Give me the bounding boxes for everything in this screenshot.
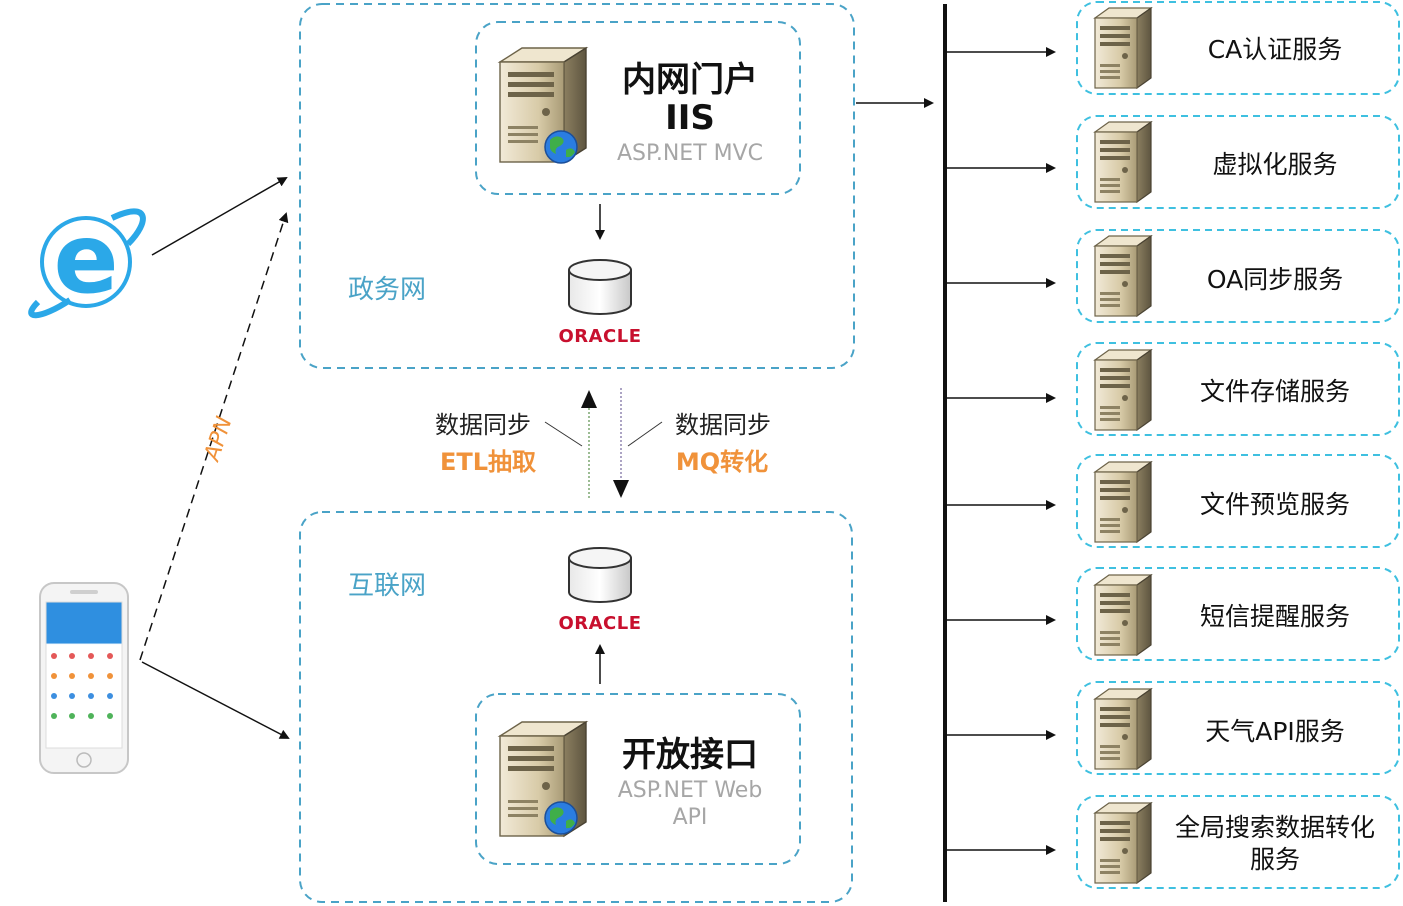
service-label: 虚拟化服务 <box>1212 150 1337 179</box>
service-label: 天气API服务 <box>1205 717 1345 746</box>
internet-zone-label: 互联网 <box>348 571 426 601</box>
server-icon <box>1094 802 1152 884</box>
globe-icon <box>544 130 578 164</box>
service-label: 文件存储服务 <box>1200 377 1350 406</box>
open-api-tech-line2: API <box>673 805 708 830</box>
etl-sync-arrowhead <box>581 390 597 408</box>
phone-to-internet-arrow <box>141 661 290 739</box>
phone-apn-arrow <box>139 212 289 661</box>
gov-zone-label: 政务网 <box>348 275 426 305</box>
open-api-box <box>475 693 801 865</box>
service-label: CA认证服务 <box>1208 35 1343 64</box>
svg-text:e: e <box>53 203 118 315</box>
open-api-server-icon <box>497 720 589 838</box>
service-label-line2: 服务 <box>1250 845 1300 874</box>
intranet-portal-box <box>475 21 801 195</box>
service-label: 短信提醒服务 <box>1200 602 1350 631</box>
intranet-server-icon <box>497 46 589 164</box>
sync-left-method: ETL抽取 <box>440 448 536 476</box>
service-item: OA同步服务 <box>945 229 1400 323</box>
server-icon <box>1094 349 1152 431</box>
service-item: 文件存储服务 <box>945 342 1400 436</box>
apn-label: APN <box>199 414 237 466</box>
gov-database-icon <box>568 259 632 315</box>
service-item: CA认证服务 <box>945 1 1400 95</box>
internet-oracle-logo: ORACLE <box>558 613 641 634</box>
server-icon <box>1094 574 1152 656</box>
ie-browser-icon: e <box>28 203 146 319</box>
server-icon <box>1094 235 1152 317</box>
gov-oracle-logo: ORACLE <box>558 326 641 347</box>
server-icon <box>1094 688 1152 770</box>
sync-right-method: MQ转化 <box>676 448 768 476</box>
internet-database-icon <box>568 547 632 603</box>
mobile-phone-icon <box>39 582 129 774</box>
internet-zone-box <box>299 511 853 903</box>
service-item: 文件预览服务 <box>945 454 1400 548</box>
globe-icon <box>544 801 578 835</box>
service-label: OA同步服务 <box>1207 265 1343 294</box>
sync-left-label: 数据同步 <box>435 411 531 439</box>
service-item: 短信提醒服务 <box>945 567 1400 661</box>
intranet-portal-tech: ASP.NET MVC <box>617 141 763 166</box>
browser-to-gov-arrow <box>151 177 288 256</box>
sync-right-label: 数据同步 <box>675 411 771 439</box>
server-icon <box>1094 461 1152 543</box>
server-icon <box>1094 121 1152 203</box>
open-api-title: 开放接口 <box>622 735 758 775</box>
gov-zone-box <box>299 3 855 369</box>
service-item: 天气API服务 <box>945 681 1400 775</box>
service-item: 虚拟化服务 <box>945 115 1400 209</box>
service-label-line1: 全局搜索数据转化 <box>1175 813 1375 842</box>
intranet-portal-subtitle: IIS <box>665 98 715 138</box>
open-api-tech-line1: ASP.NET Web <box>618 778 763 803</box>
service-item: 全局搜索数据转化 服务 <box>945 795 1400 889</box>
mq-sync-arrowhead <box>613 480 629 498</box>
server-icon <box>1094 7 1152 89</box>
service-label: 文件预览服务 <box>1200 490 1350 519</box>
intranet-portal-title: 内网门户 <box>622 60 758 100</box>
